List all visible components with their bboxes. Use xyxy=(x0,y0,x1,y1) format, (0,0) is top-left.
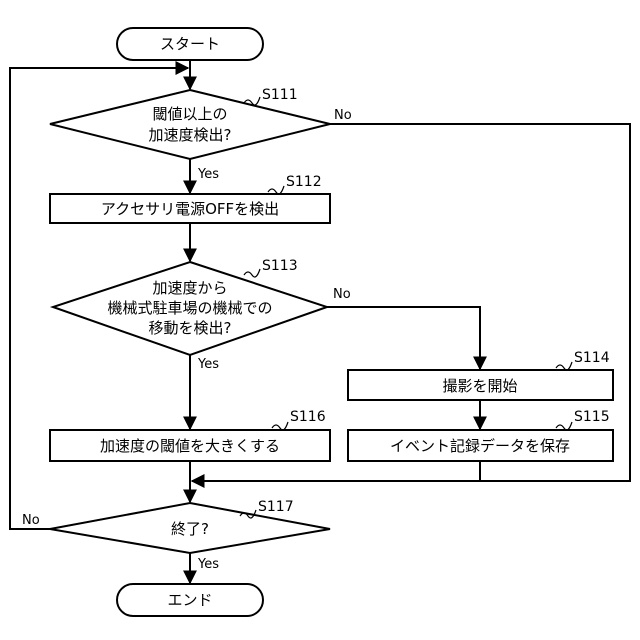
start-label: スタート xyxy=(160,35,220,53)
s114-label: 撮影を開始 xyxy=(442,377,517,395)
connector-s115-merge xyxy=(192,461,480,481)
s117-step-label: S117 xyxy=(258,499,294,515)
s113-step-tilde xyxy=(244,269,260,277)
s112-label: アクセサリ電源OFFを検出 xyxy=(101,200,279,218)
s113-line-2: 機械式駐車場の機械での xyxy=(107,299,272,317)
decision-s113: 加速度から 機械式駐車場の機械での 移動を検出? S113 No Yes xyxy=(53,258,351,372)
s117-yes-label: Yes xyxy=(197,557,219,572)
s113-line-3: 移動を検出? xyxy=(149,319,232,337)
s113-yes-label: Yes xyxy=(197,357,219,372)
s111-yes-label: Yes xyxy=(197,167,219,182)
decision-s111: 閾値以上の 加速度検出? S111 No Yes xyxy=(50,87,352,182)
s116-step-label: S116 xyxy=(290,409,326,425)
s115-step-label: S115 xyxy=(574,409,610,425)
end-terminal: エンド xyxy=(117,584,263,616)
s114-step-tilde xyxy=(556,362,572,370)
s117-label: 終了? xyxy=(171,520,209,538)
s113-line-1: 加速度から xyxy=(152,279,227,297)
s111-line-1: 閾値以上の xyxy=(152,105,227,123)
s114-step-label: S114 xyxy=(574,350,610,366)
s113-step-label: S113 xyxy=(262,258,298,274)
s112-step-label: S112 xyxy=(286,174,322,190)
s116-label: 加速度の閾値を大きくする xyxy=(100,437,280,455)
s111-step-label: S111 xyxy=(262,87,298,103)
start-terminal: スタート xyxy=(117,28,263,60)
s113-no-label: No xyxy=(333,287,351,302)
s111-no-label: No xyxy=(334,108,352,123)
decision-s117: 終了? S117 No Yes xyxy=(22,499,330,572)
s111-line-2: 加速度検出? xyxy=(149,126,232,144)
connector-s113-s114 xyxy=(327,307,480,369)
end-label: エンド xyxy=(167,591,212,609)
s117-no-label: No xyxy=(22,513,40,528)
s115-step-tilde xyxy=(556,422,572,430)
s116-step-tilde xyxy=(272,422,288,430)
s112-step-tilde xyxy=(268,186,284,194)
s115-label: イベント記録データを保存 xyxy=(390,437,570,455)
